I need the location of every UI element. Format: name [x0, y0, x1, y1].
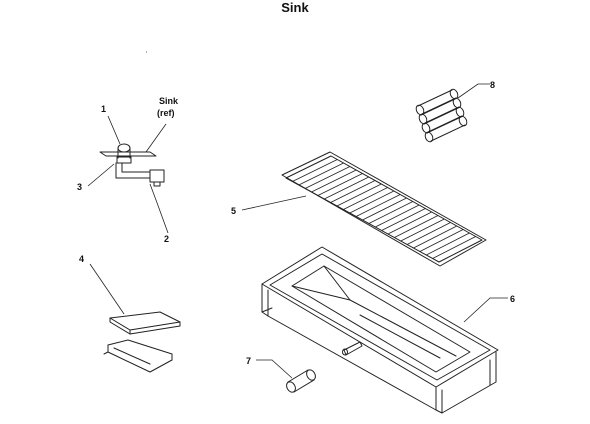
rack-bar: [355, 194, 401, 217]
part-7-drain-pipe: [286, 369, 316, 393]
callout-3: 3: [77, 182, 82, 192]
part-4-brackets: [103, 311, 181, 373]
part-5-wire-rack: [281, 151, 487, 267]
leader-lines: [87, 51, 508, 379]
drain-detail-assembly: [99, 143, 165, 187]
callout-2: 2: [164, 234, 169, 244]
part-6-sink-tray: [261, 246, 499, 414]
callout-sink-ref-line2: (ref): [157, 108, 175, 118]
part-8-rollers: [415, 88, 468, 143]
rack-bar: [343, 187, 388, 210]
rack-bar: [304, 166, 351, 189]
callout-5: 5: [231, 206, 236, 216]
rack-bar: [298, 162, 344, 186]
rack-bar: [349, 190, 395, 214]
rack-bar: [317, 173, 363, 196]
rack-bar: [432, 236, 476, 259]
rack-bar: [426, 232, 470, 256]
rack-bar: [368, 201, 413, 224]
rack-bar: [419, 229, 464, 252]
rack-bar: [292, 159, 338, 182]
callout-1: 1: [101, 104, 106, 114]
rack-bar: [387, 211, 432, 235]
callout-8: 8: [490, 80, 495, 90]
callout-4: 4: [79, 254, 84, 264]
callout-sink-ref-line1: Sink: [159, 96, 179, 106]
rack-bar: [400, 218, 445, 242]
rack-bar: [394, 215, 439, 238]
rack-bar: [324, 176, 369, 200]
rack-bar: [362, 197, 407, 221]
rack-bar: [330, 180, 376, 203]
rack-bar: [406, 222, 451, 245]
callout-7: 7: [246, 356, 251, 366]
rack-bar: [381, 208, 426, 231]
rack-bar: [336, 183, 382, 207]
rack-bar: [311, 169, 357, 193]
callout-6: 6: [510, 294, 515, 304]
rack-bar: [375, 204, 420, 228]
rack-bar: [413, 225, 457, 249]
diagram-title: Sink: [281, 0, 309, 15]
